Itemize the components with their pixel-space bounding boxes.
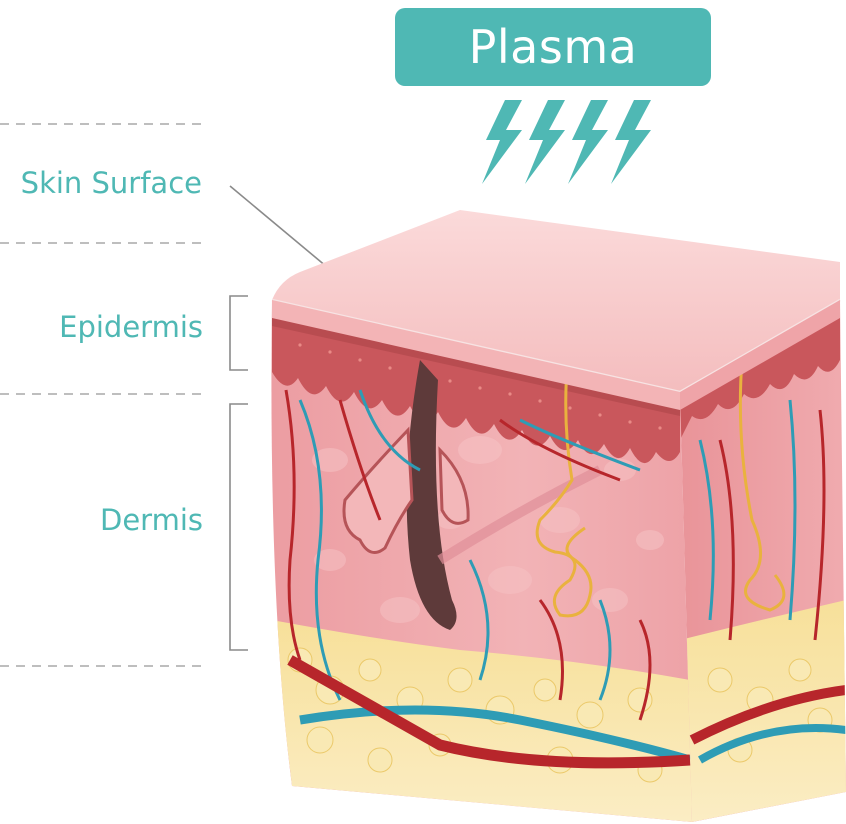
lightning-bolt-icon xyxy=(482,100,522,184)
epidermis-label: Epidermis xyxy=(59,310,203,344)
lightning-bolt-icon xyxy=(525,100,565,184)
plasma-badge-label: Plasma xyxy=(469,20,638,74)
skin-surface-label: Skin Surface xyxy=(21,166,202,200)
lightning-bolt-icon xyxy=(611,100,651,184)
epidermis-bracket xyxy=(230,296,248,370)
dermis-label: Dermis xyxy=(100,503,203,537)
layer-guide-lines xyxy=(0,124,208,666)
lightning-bolt-icon xyxy=(568,100,608,184)
dermis-bracket xyxy=(230,404,248,650)
plasma-badge: Plasma xyxy=(395,8,711,86)
